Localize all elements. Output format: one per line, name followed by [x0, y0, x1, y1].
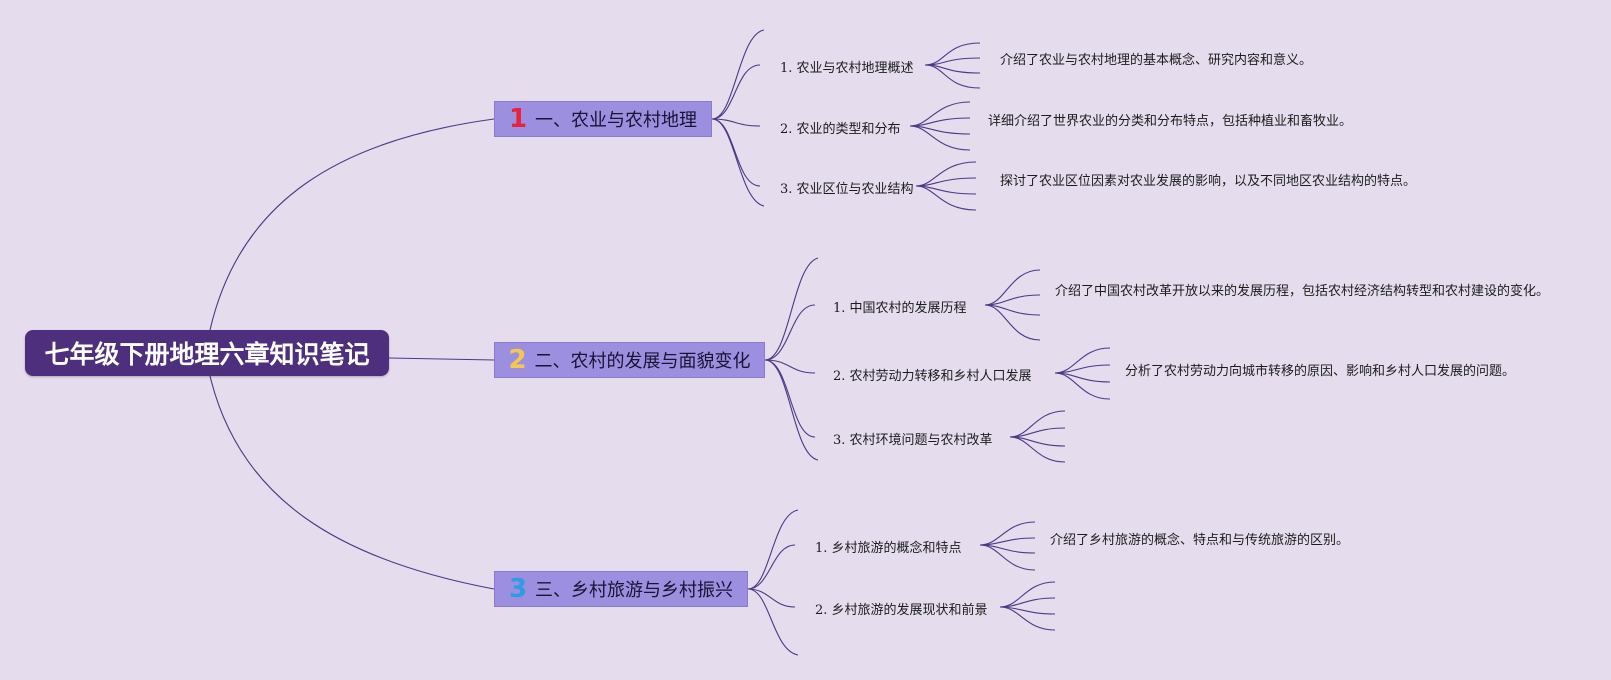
connector-root-section-1 [209, 118, 495, 331]
section-3-item-2[interactable]: 2. 乡村旅游的发展现状和前景 [815, 603, 988, 618]
section-3-item-1[interactable]: 1. 乡村旅游的概念和特点 [815, 541, 962, 556]
section-1-node[interactable]: 1 一、农业与农村地理 [494, 101, 712, 137]
connector-s1-item-2 [711, 118, 761, 127]
section-2-item-2[interactable]: 2. 农村劳动力转移和乡村人口发展 [833, 369, 1032, 384]
section-1-title: 一、农业与农村地理 [535, 110, 698, 131]
section-2-item-1[interactable]: 1. 中国农村的发展历程 [833, 301, 967, 316]
section-2-item-1-desc: 介绍了中国农村改革开放以来的发展历程，包括农村经济结构转型和农村建设的变化。 [1055, 284, 1550, 299]
section-3-number: 3 [508, 574, 528, 604]
section-2-item-2-desc: 分析了农村劳动力向城市转移的原因、影响和乡村人口发展的问题。 [1125, 364, 1516, 379]
section-2-title: 二、农村的发展与面貌变化 [534, 351, 751, 372]
root-title: 七年级下册地理六章知识笔记 [44, 340, 370, 369]
section-3-item-1-desc: 介绍了乡村旅游的概念、特点和与传统旅游的区别。 [1050, 533, 1350, 548]
section-2-node[interactable]: 2 二、农村的发展与面貌变化 [494, 342, 765, 378]
connector-s1-fan-bottom [711, 118, 765, 207]
section-1-item-1-desc: 介绍了农业与农村地理的基本概念、研究内容和意义。 [1000, 53, 1313, 68]
connector-root-section-2 [388, 357, 495, 361]
section-1-item-1[interactable]: 1. 农业与农村地理概述 [780, 61, 914, 76]
connector-root-section-3 [209, 375, 495, 590]
section-1-item-2[interactable]: 2. 农业的类型和分布 [780, 122, 901, 137]
section-1-number: 1 [508, 104, 528, 134]
connector-s1-item-1 [711, 64, 761, 120]
section-1-item-2-desc: 详细介绍了世界农业的分类和分布特点，包括种植业和畜牧业。 [988, 114, 1353, 129]
section-3-title: 三、乡村旅游与乡村振兴 [535, 580, 734, 601]
section-1-item-3[interactable]: 3. 农业区位与农业结构 [780, 182, 914, 197]
section-1-item-3-desc: 探讨了农业区位因素对农业发展的影响，以及不同地区农业结构的特点。 [1000, 174, 1417, 189]
section-2-number: 2 [508, 345, 527, 375]
section-3-node[interactable]: 3 三、乡村旅游与乡村振兴 [494, 571, 748, 607]
root-node[interactable]: 七年级下册地理六章知识笔记 [25, 330, 389, 376]
connector-s1-item-3 [711, 118, 761, 187]
section-2-item-3[interactable]: 3. 农村环境问题与农村改革 [833, 433, 993, 448]
connector-s1-fan-top [711, 29, 765, 120]
